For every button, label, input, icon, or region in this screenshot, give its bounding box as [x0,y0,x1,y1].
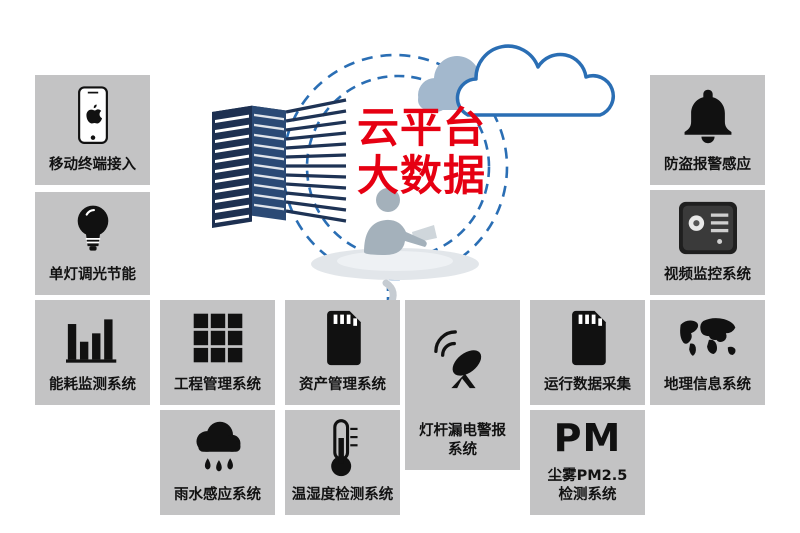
bar-chart-icon [35,300,150,376]
pm-big-text: PM [553,416,622,461]
panel-gis: 地理信息系统 [650,300,765,405]
data-stream-lines [285,98,347,223]
panel-project-management: 工程管理系统 [160,300,275,405]
dvr-icon [650,190,765,266]
panel-data-collection: 运行数据采集 [530,300,645,405]
pm-text: PM [530,410,645,467]
sd-card-icon [530,300,645,376]
panel-label: 温湿度检测系统 [291,487,394,504]
panel-video-surveillance: 视频监控系统 [650,190,765,295]
panel-asset-management: 资产管理系统 [285,300,400,405]
panel-pm25: PM 尘雾PM2.5 检测系统 [530,410,645,515]
panel-rain-sensing: 雨水感应系统 [160,410,275,515]
panel-label: 工程管理系统 [174,377,261,394]
bell-icon [650,75,765,156]
rain-cloud-icon [160,410,275,486]
platform-title-line1: 云平台 [357,103,487,152]
thermometer-icon [285,410,400,486]
panel-label: 单灯调光节能 [49,267,136,284]
panel-lamp-dimming: 单灯调光节能 [35,192,150,295]
panel-mobile-access: 移动终端接入 [35,75,150,185]
panel-label: 尘雾PM2.5 检测系统 [547,467,628,504]
panel-label: 能耗监测系统 [49,377,136,394]
panel-pole-leakage-alarm: 灯杆漏电警报 系统 [405,300,520,470]
panel-energy-monitoring: 能耗监测系统 [35,300,150,405]
sd-card-icon [285,300,400,376]
world-map-icon [650,300,765,376]
grid-icon [160,300,275,376]
panel-label: 防盗报警感应 [664,157,751,174]
panel-label: 灯杆漏电警报 系统 [419,422,506,459]
lightbulb-icon [35,192,150,266]
panel-label: 雨水感应系统 [174,487,261,504]
panel-label: 移动终端接入 [49,157,136,174]
person-at-desk-icon [311,188,479,309]
cloud-platform-graphic [212,44,615,309]
panel-label: 地理信息系统 [664,377,751,394]
cloud-platform-title: 云平台 大数据 [357,104,527,200]
panel-label: 运行数据采集 [544,377,631,394]
satellite-dish-icon [405,300,520,422]
cloud-icon [455,44,615,117]
smartphone-icon [35,75,150,156]
panel-label: 视频监控系统 [664,267,751,284]
panel-temp-humidity: 温湿度检测系统 [285,410,400,515]
building-icon [212,98,347,228]
panel-label: 资产管理系统 [299,377,386,394]
platform-title-line2: 大数据 [357,150,487,200]
panel-burglar-alarm: 防盗报警感应 [650,75,765,185]
